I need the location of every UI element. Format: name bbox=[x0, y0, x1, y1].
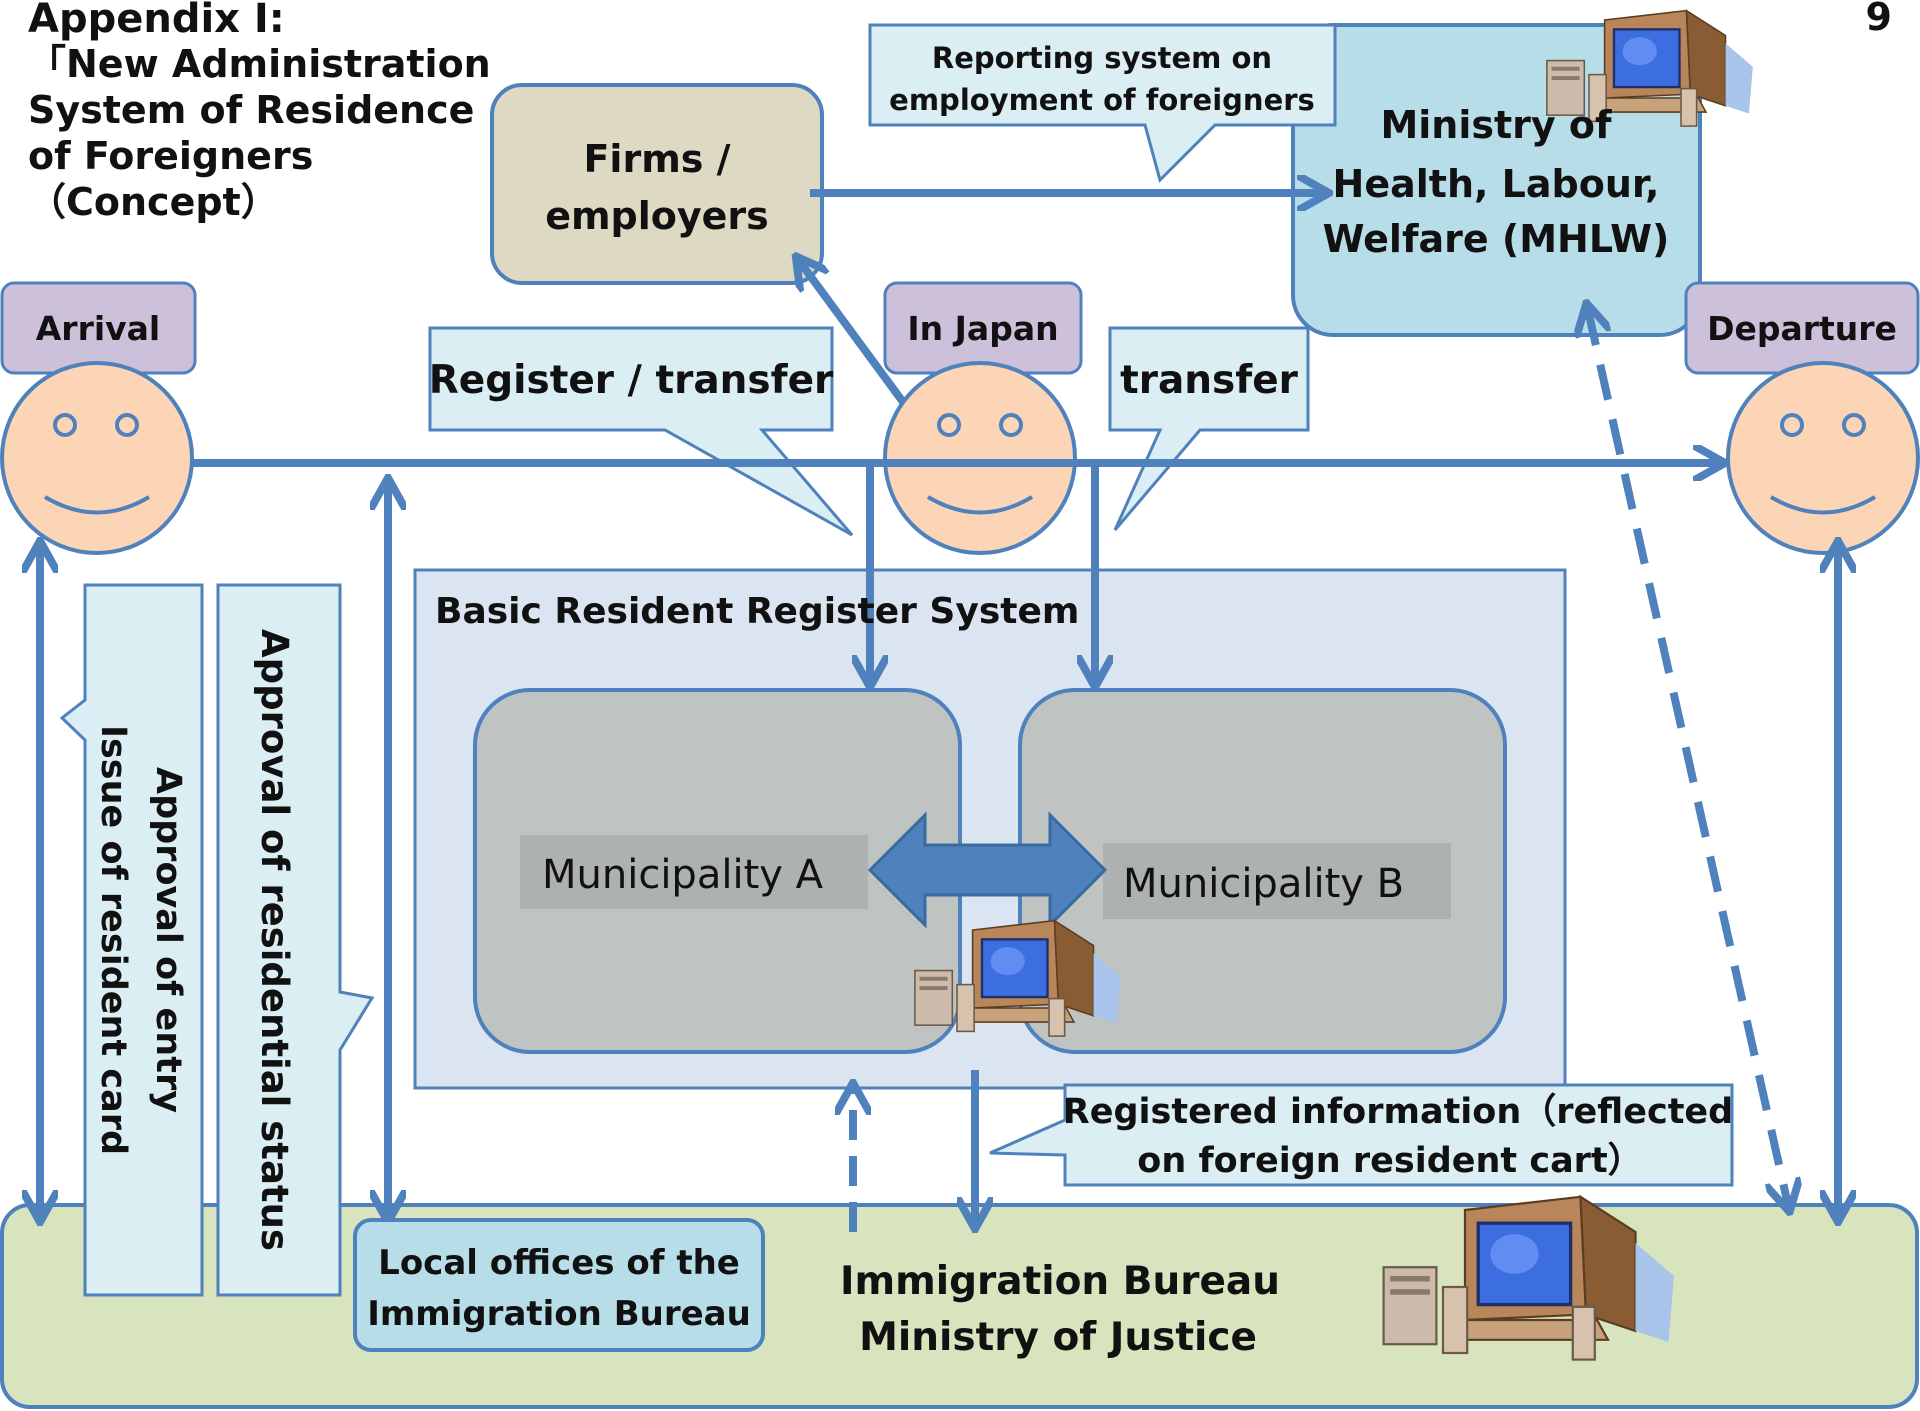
firms-employers-box bbox=[490, 83, 824, 285]
reporting-text-line2: employment of foreigners bbox=[889, 83, 1315, 117]
firms-text-line1: Firms / bbox=[583, 137, 730, 181]
immigration-bureau-line2: Ministry of Justice bbox=[859, 1315, 1257, 1360]
register-transfer-callout bbox=[428, 326, 854, 537]
in-japan-face-icon bbox=[883, 361, 1077, 555]
immigration-bureau-line1: Immigration Bureau bbox=[840, 1259, 1280, 1304]
approval-entry-callout bbox=[59, 583, 204, 1297]
approval-entry-text: Approval of entry bbox=[148, 767, 188, 1113]
reporting-callout bbox=[868, 23, 1337, 183]
title-line3: System of Residence bbox=[28, 88, 474, 132]
title-line4: of Foreigners bbox=[28, 134, 313, 178]
transfer-text: transfer bbox=[1120, 358, 1299, 403]
title-line2: 「New Administration bbox=[28, 42, 491, 86]
municipality-b-label-bg bbox=[1103, 843, 1451, 919]
local-offices-box bbox=[353, 1218, 765, 1352]
municipality-b-label: Municipality B bbox=[1123, 861, 1404, 907]
person-to-firms-arrow bbox=[800, 262, 907, 405]
title-line1: Appendix Ⅰ: bbox=[28, 0, 285, 42]
register-system-title: Basic Resident Register System bbox=[435, 591, 1079, 632]
departure-label: Departure bbox=[1707, 309, 1897, 348]
departure-face-icon bbox=[1726, 361, 1920, 555]
flow-arrows bbox=[40, 193, 1838, 1232]
mhlw-text-line2: Health, Labour, bbox=[1333, 162, 1660, 206]
mhlw-text-line1: Ministry of bbox=[1380, 103, 1612, 147]
title-line5: （Concept） bbox=[28, 180, 279, 224]
exchange-double-arrow bbox=[867, 811, 1108, 929]
approval-status-callout bbox=[216, 583, 375, 1297]
municipality-a-label: Municipality A bbox=[542, 852, 824, 898]
registered-info-line2: on foreign resident cart） bbox=[1137, 1141, 1642, 1181]
municipality-a-label-bg bbox=[520, 835, 868, 909]
firms-text-line2: employers bbox=[545, 194, 769, 238]
arrival-label: Arrival bbox=[36, 309, 161, 348]
local-offices-line2: Immigration Bureau bbox=[367, 1294, 751, 1334]
registered-info-line1: Registered information（reflected bbox=[1063, 1092, 1733, 1132]
mhlw-text-line3: Welfare (MHLW) bbox=[1323, 217, 1670, 261]
arrival-face-icon bbox=[0, 361, 194, 555]
transfer-callout bbox=[1108, 326, 1310, 531]
mhlw-immigration-dashed-arrow bbox=[1588, 310, 1788, 1205]
local-offices-line1: Local offices of the bbox=[378, 1243, 740, 1283]
register-transfer-text: Register / transfer bbox=[429, 358, 834, 403]
issue-card-text: Issue of resident card bbox=[93, 725, 133, 1155]
in-japan-label: In Japan bbox=[907, 309, 1058, 348]
approval-status-text: Approval of residential status bbox=[253, 629, 296, 1251]
page-number: 9 bbox=[1866, 0, 1892, 39]
reporting-text-line1: Reporting system on bbox=[932, 41, 1272, 75]
